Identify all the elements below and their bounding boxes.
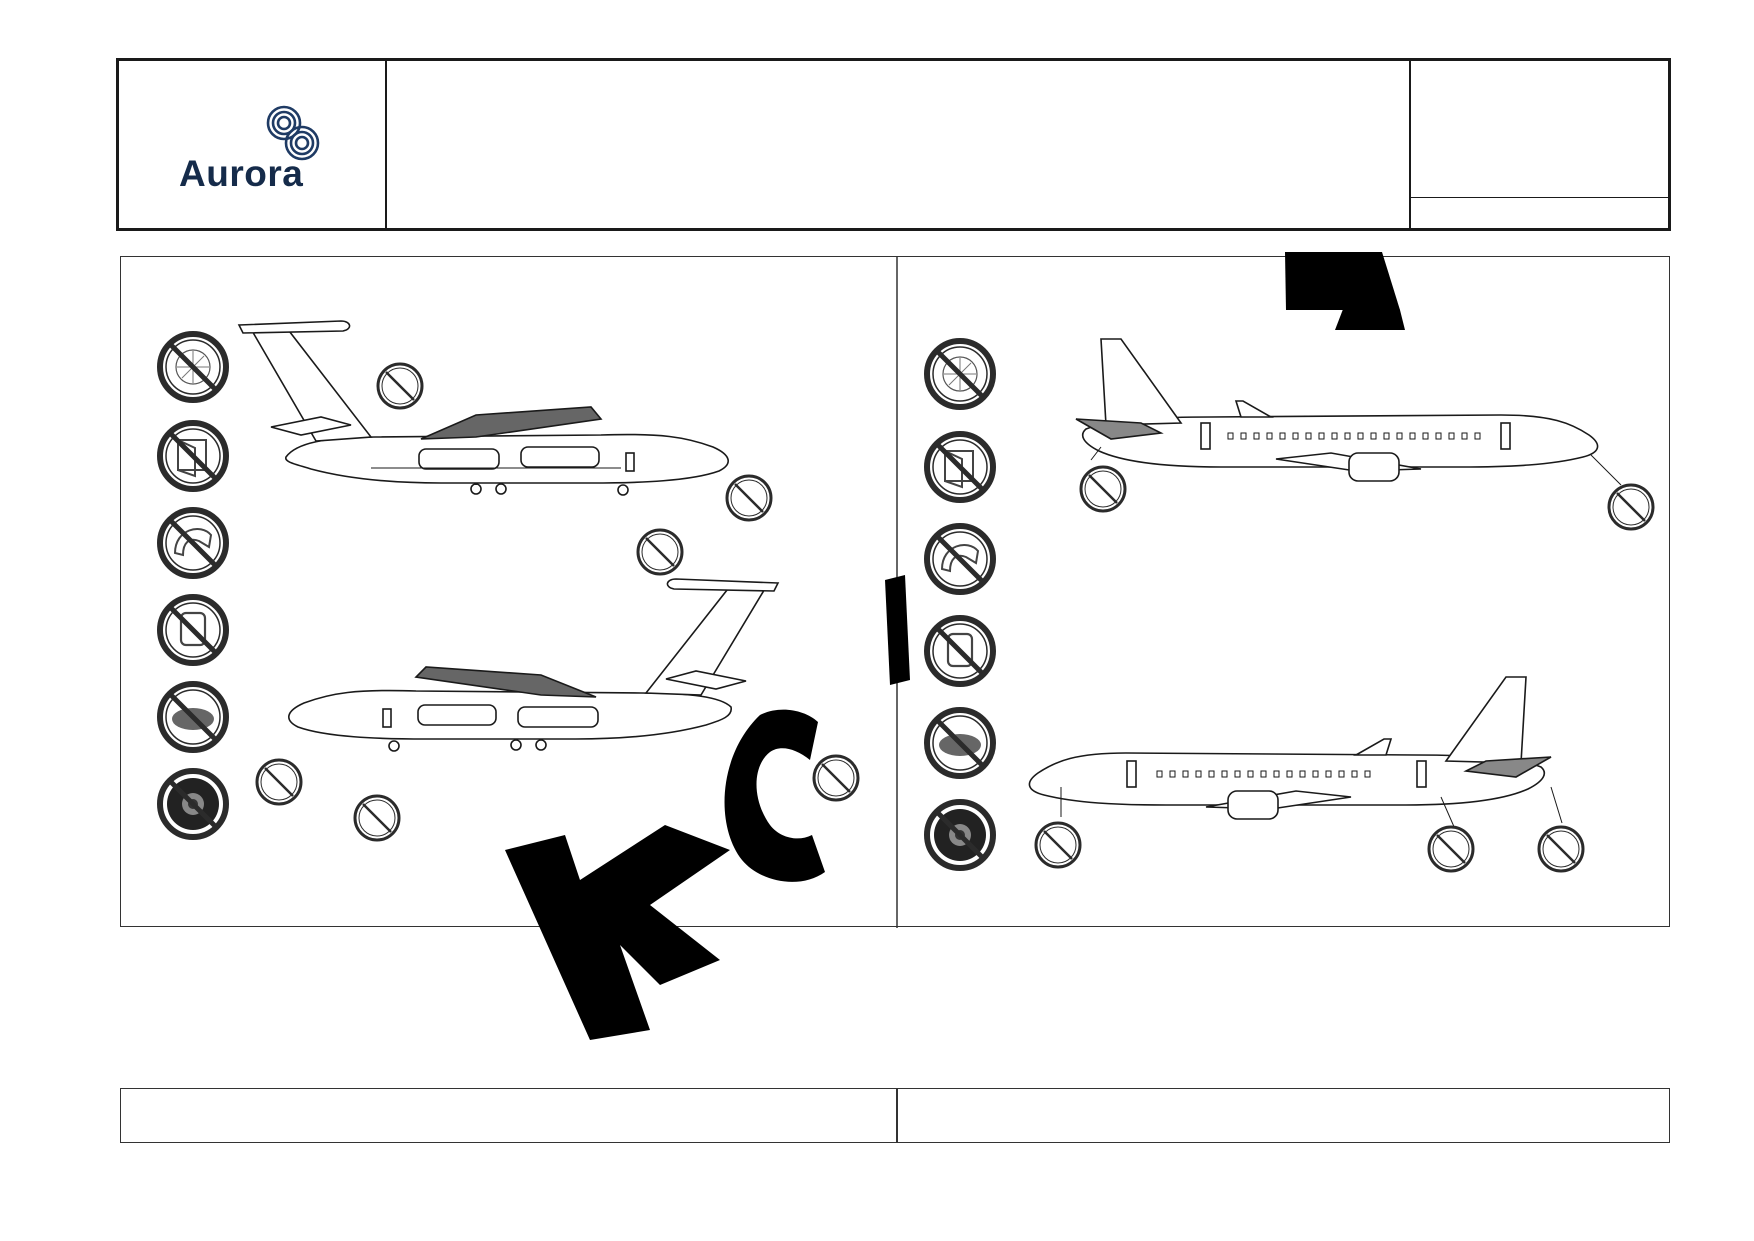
no-propeller-icon <box>160 334 226 400</box>
callout-door-icon <box>725 474 773 522</box>
callout-arrow <box>1590 454 1622 486</box>
transport-aircraft-top <box>237 320 729 496</box>
no-door-icon <box>160 423 226 489</box>
no-window-icon <box>160 597 226 663</box>
callout-arrow <box>1550 786 1563 824</box>
document-footer <box>120 1088 1670 1143</box>
reference-cell <box>1409 61 1668 228</box>
logo-cell: Aurora <box>119 61 387 228</box>
callout-arrow <box>1440 796 1456 830</box>
no-propeller-icon <box>927 341 993 407</box>
logo-text: Aurora <box>179 153 304 194</box>
reference-top <box>1409 61 1668 198</box>
callout-door-icon <box>1079 465 1127 513</box>
callout-door-icon <box>1607 483 1655 531</box>
no-oval-hatch-icon <box>160 684 226 750</box>
figure-drawing <box>157 257 1655 928</box>
callout-wave-icon <box>812 754 860 802</box>
callout-arrow <box>1090 446 1102 461</box>
callout-door-icon <box>376 362 424 410</box>
no-window-icon <box>927 618 993 684</box>
regional-jet-top <box>1075 338 1599 482</box>
no-intake-cover-icon <box>927 526 993 592</box>
document-header: Aurora <box>116 58 1671 231</box>
aurora-rings-logo-icon <box>266 105 320 161</box>
transport-aircraft-bottom <box>288 578 780 752</box>
no-door-icon <box>927 434 993 500</box>
right-legend <box>924 341 996 871</box>
footer-divider <box>896 1089 898 1142</box>
regional-jet-bottom <box>1028 676 1552 820</box>
callout-panel-icon <box>353 794 401 842</box>
callout-door-icon <box>1034 821 1082 869</box>
callout-wave-icon <box>1537 825 1585 873</box>
aircraft-figure <box>120 256 1670 928</box>
title-cell <box>385 61 1411 228</box>
callout-panel-icon <box>636 528 684 576</box>
no-oval-hatch-icon <box>927 710 993 776</box>
no-wheel-icon <box>924 799 996 871</box>
no-wheel-icon <box>157 768 229 840</box>
callout-door-icon <box>255 758 303 806</box>
left-legend <box>157 334 229 840</box>
no-intake-cover-icon <box>160 510 226 576</box>
callout-panel-icon <box>1427 825 1475 873</box>
